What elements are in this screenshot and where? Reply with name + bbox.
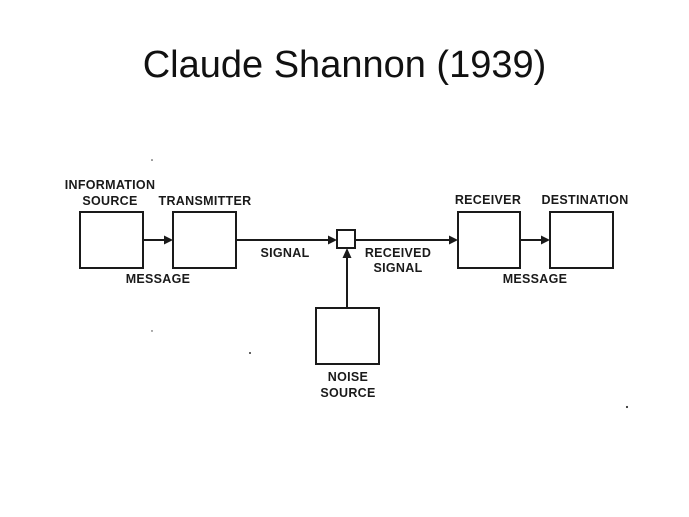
message-arrow-right [541, 235, 550, 245]
message-label-right: MESSAGE [503, 272, 568, 286]
received-signal-label-line1: RECEIVED [365, 246, 431, 260]
transmitter-box [172, 211, 237, 269]
receiver-label: RECEIVER [455, 193, 521, 207]
information-source-label-line2: SOURCE [82, 194, 137, 208]
scan-speck [151, 159, 153, 161]
slide-title: Claude Shannon (1939) [142, 44, 547, 86]
receiver-box [457, 211, 521, 269]
information-source-label-line1: INFORMATION [65, 178, 156, 192]
received-signal-label-line2: SIGNAL [373, 261, 422, 275]
noise-source-box [315, 307, 380, 365]
noise-junction-box [336, 229, 356, 249]
scan-speck [151, 330, 153, 332]
signal-arrow [328, 235, 337, 245]
transmitter-label: TRANSMITTER [159, 194, 252, 208]
noise-arrow [342, 248, 352, 258]
destination-label: DESTINATION [541, 193, 628, 207]
signal-label: SIGNAL [260, 246, 309, 260]
message-label-left: MESSAGE [126, 272, 191, 286]
received-signal-arrow [449, 235, 458, 245]
scan-speck [249, 352, 251, 354]
message-arrow-left [164, 235, 173, 245]
noise-source-label-line2: SOURCE [320, 386, 375, 400]
destination-box [549, 211, 614, 269]
information-source-box [79, 211, 144, 269]
noise-source-label-line1: NOISE [328, 370, 368, 384]
scan-speck [625, 405, 629, 409]
